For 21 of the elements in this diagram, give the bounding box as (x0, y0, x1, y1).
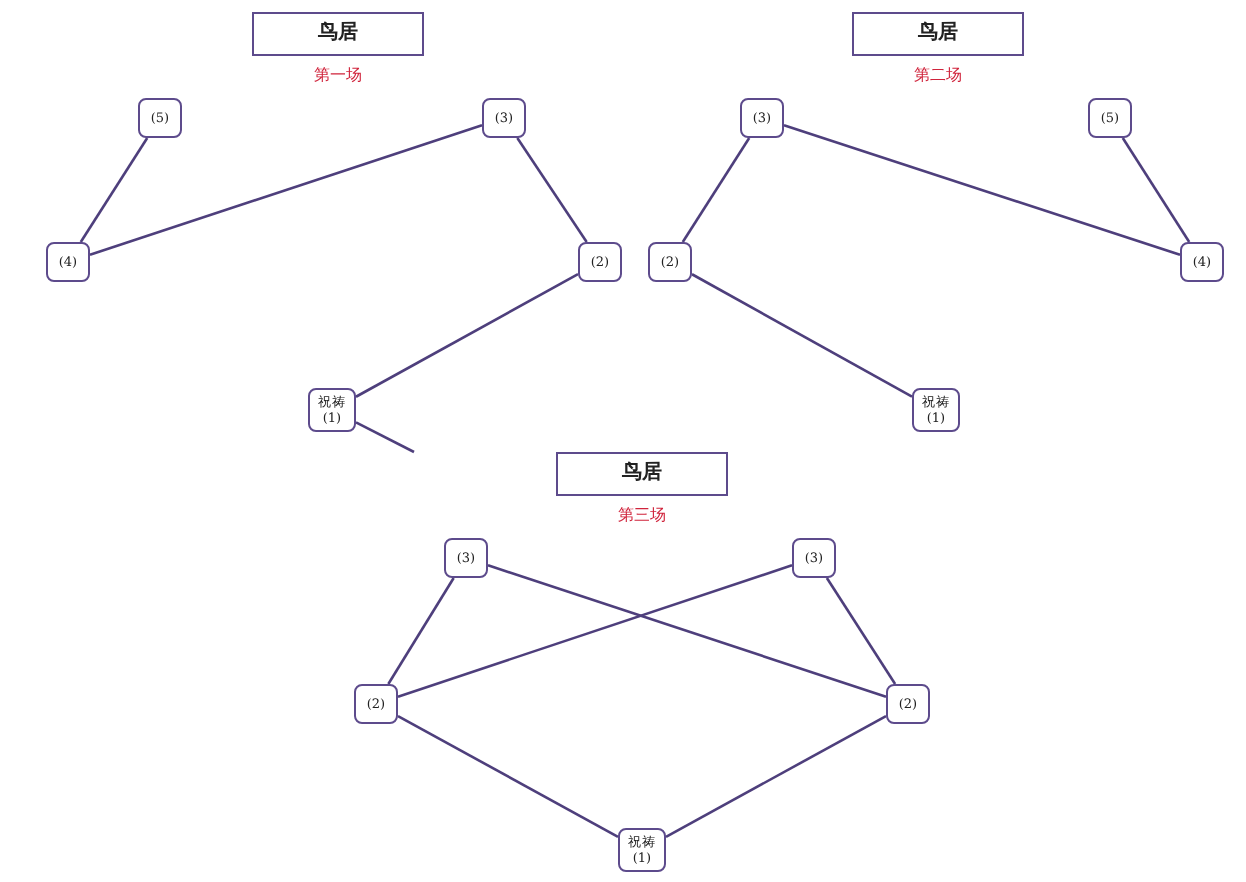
title-box: 鸟居 (852, 12, 1024, 56)
scene-label: 第一场 (314, 64, 362, 86)
connector-line (397, 564, 793, 698)
connector-line (387, 577, 455, 685)
connector-line (825, 577, 897, 685)
connector-line (783, 123, 1181, 257)
connector-line (665, 714, 887, 838)
connector-line (355, 273, 579, 398)
connector-line (691, 273, 913, 398)
connector-line (79, 137, 149, 243)
connector-line (89, 124, 483, 256)
connector-line (355, 421, 415, 454)
scene-label: 第二场 (914, 64, 962, 86)
connector-line (516, 137, 588, 243)
connector-line (681, 137, 751, 243)
title-box: 鸟居 (556, 452, 728, 496)
title-box: 鸟居 (252, 12, 424, 56)
connector-line (397, 714, 619, 838)
connector-line (487, 564, 887, 698)
connector-line (1121, 137, 1191, 243)
scene-label: 第三场 (618, 504, 666, 526)
